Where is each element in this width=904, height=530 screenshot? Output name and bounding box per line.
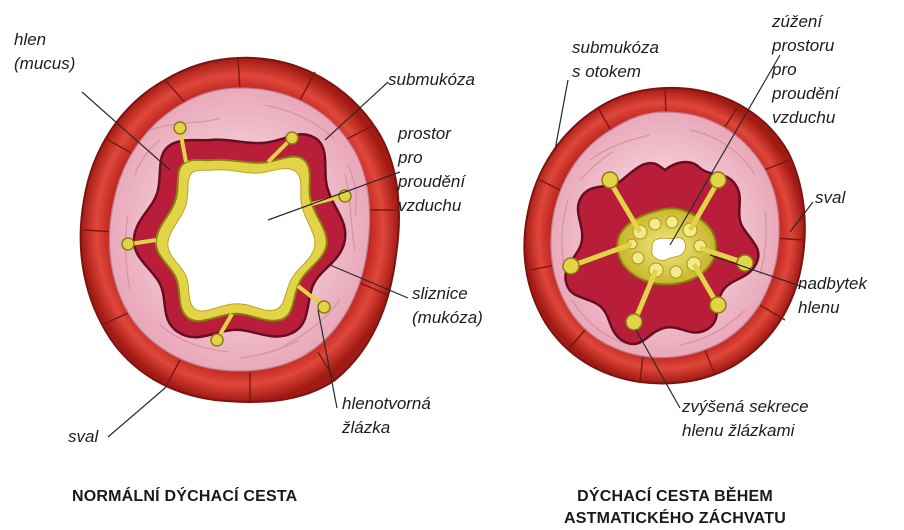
label-gland: hlenotvorná žlázka [342, 392, 431, 440]
label-muscle-normal: sval [68, 425, 98, 449]
normal-airway [81, 58, 399, 403]
caption-normal: NORMÁLNÍ DÝCHACÍ CESTA [72, 486, 297, 508]
caption-asthma: DÝCHACÍ CESTA BĚHEM ASTMATICKÉHO ZÁCHVAT… [535, 486, 815, 530]
label-submucosa: submukóza [388, 68, 475, 92]
label-airspace: prostor pro proudění vzduchu [398, 122, 465, 218]
asthma-airway [524, 88, 804, 384]
label-mucosa: sliznice (mukóza) [412, 282, 483, 330]
label-mucus: hlen (mucus) [14, 28, 75, 76]
label-submucosa-edema: submukóza s otokem [572, 36, 659, 84]
label-muscle-asthma: sval [815, 186, 845, 210]
label-narrowing: zúžení prostoru pro proudění vzduchu [772, 10, 839, 130]
label-excess-mucus: nadbytek hlenu [798, 272, 867, 320]
label-secretion: zvýšená sekrece hlenu žlázkami [682, 395, 809, 443]
